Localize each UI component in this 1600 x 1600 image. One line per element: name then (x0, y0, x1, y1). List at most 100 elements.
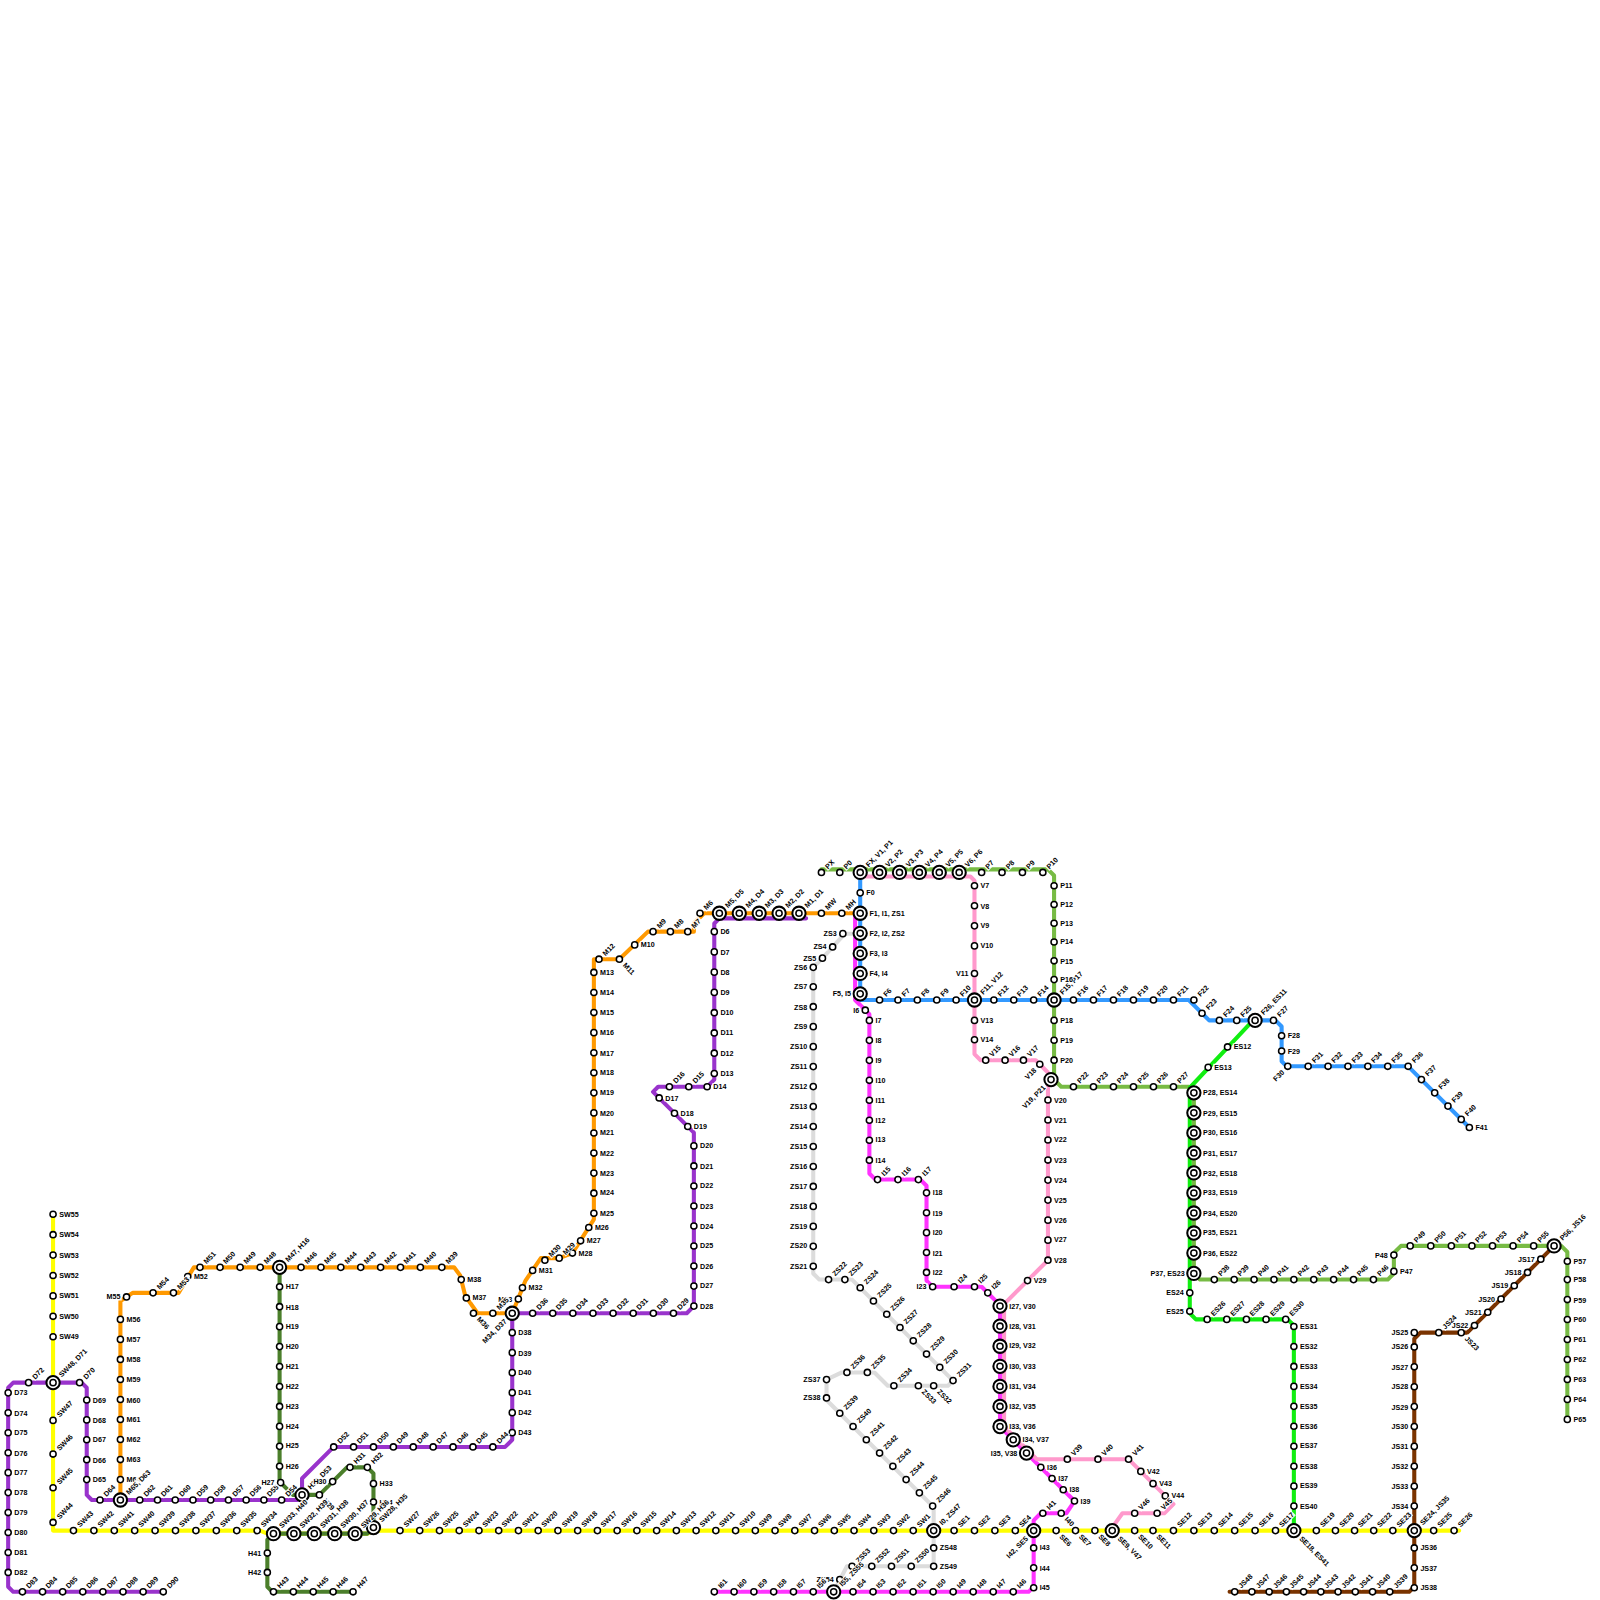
station-ring (117, 1376, 123, 1382)
station-dot (1150, 1084, 1156, 1090)
station-ring (1411, 1364, 1417, 1370)
station-label: ES33 (1299, 1363, 1319, 1370)
station-ring (277, 1463, 283, 1469)
station-dot (378, 1264, 384, 1270)
station-ring (1234, 1017, 1240, 1023)
interchange-core (1010, 1437, 1016, 1443)
station-ring (890, 1528, 896, 1534)
station-label: I31, V34 (1008, 1383, 1037, 1390)
station-dot (197, 1264, 203, 1270)
station-ring (751, 1589, 757, 1595)
station-ring (1469, 1243, 1475, 1249)
station-ring (930, 1284, 936, 1290)
station-dot (1285, 1063, 1291, 1069)
station-label: ZS23 (846, 1260, 865, 1279)
station-dot (923, 1351, 929, 1357)
station-label: I44 (1039, 1564, 1051, 1571)
station-dot (1291, 1323, 1297, 1329)
station-ring (1187, 1308, 1193, 1314)
station-ring (1110, 1084, 1116, 1090)
station-dot (190, 1497, 196, 1503)
station-dot (40, 1589, 46, 1595)
station-label: P57 (1572, 1258, 1587, 1265)
station-ring (515, 1296, 521, 1302)
station-dot (873, 866, 886, 879)
station-ring (509, 1410, 515, 1416)
station-label: ES36 (1299, 1423, 1319, 1430)
station-label: M46 (302, 1250, 318, 1266)
station-label: I21 (932, 1249, 944, 1256)
station-label: F13 (1015, 983, 1030, 998)
station-ring (117, 1456, 123, 1462)
station-label: SW37 (197, 1509, 217, 1529)
station-dot (1051, 1057, 1057, 1063)
station-label: D46 (454, 1430, 470, 1446)
station-dot (50, 1252, 56, 1258)
station-label: F14 (1035, 983, 1050, 998)
station-label: JS31 (1390, 1443, 1409, 1450)
station-label: SW42 (95, 1509, 115, 1529)
station-ring (290, 1589, 296, 1595)
station-label: P9 (1024, 858, 1037, 871)
station-dot (931, 1545, 937, 1551)
station-label: D9 (719, 989, 730, 996)
station-ring (1263, 1316, 1269, 1322)
station-label: I51 (914, 1577, 928, 1591)
interchange-core (509, 1310, 515, 1316)
station-ring (591, 1130, 597, 1136)
station-label: SW14 (658, 1509, 678, 1529)
station-dot (1325, 1063, 1331, 1069)
station-label: P25 (1135, 1070, 1150, 1085)
station-label: SE16 (1256, 1510, 1275, 1529)
station-label: P8 (1003, 858, 1016, 871)
station-label: SE13 (1195, 1510, 1214, 1529)
station-label: V18 (1023, 1066, 1038, 1081)
station-ring (857, 1285, 863, 1291)
station-ring (530, 1310, 536, 1316)
station-ring (670, 1310, 676, 1316)
metro-line (267, 1267, 373, 1591)
station-label: D44 (494, 1430, 510, 1446)
station-label: V8 (980, 902, 991, 909)
station-ring (993, 1340, 1006, 1353)
station-label: H45 (315, 1575, 331, 1591)
interchange-core (50, 1380, 56, 1386)
station-ring (753, 907, 766, 920)
station-label: D54 (283, 1483, 299, 1499)
station-dot (1187, 1106, 1200, 1119)
station-label: D58 (212, 1483, 228, 1499)
station-label: I47 (995, 1577, 1009, 1591)
station-ring (450, 1444, 456, 1450)
station-label: P46 (1375, 1263, 1390, 1278)
station-ring (1564, 1416, 1570, 1422)
station-dot (930, 1503, 936, 1509)
station-dot (731, 1589, 737, 1595)
station-dot (923, 1249, 929, 1255)
station-dot (515, 1528, 521, 1534)
station-label: H25 (285, 1443, 300, 1450)
station-ring (1187, 1166, 1200, 1179)
station-ring (1431, 1528, 1437, 1534)
station-label: V28 (1053, 1257, 1068, 1264)
station-label: JS41 (1357, 1572, 1375, 1590)
station-ring (1045, 1237, 1051, 1243)
station-ring (971, 1037, 977, 1043)
station-ring (310, 1589, 316, 1595)
station-label: ZS51 (893, 1546, 912, 1565)
station-label: SW12 (697, 1509, 717, 1529)
station-label: SW2 (895, 1512, 912, 1529)
station-label: H43 (275, 1575, 291, 1591)
station-ring (77, 1380, 83, 1386)
station-label: I17 (920, 1165, 934, 1179)
station-dot (1411, 1483, 1417, 1489)
station-label: H23 (285, 1403, 300, 1410)
station-dot (1071, 1498, 1077, 1504)
station-ring (933, 866, 946, 879)
station-label: F38 (1436, 1076, 1451, 1091)
station-ring (364, 1464, 370, 1470)
station-label: D78 (13, 1489, 28, 1496)
station-label: I42, SE5 (1004, 1534, 1030, 1560)
station-dot (810, 1084, 816, 1090)
station-dot (117, 1477, 123, 1483)
station-label: SW53 (58, 1252, 79, 1259)
